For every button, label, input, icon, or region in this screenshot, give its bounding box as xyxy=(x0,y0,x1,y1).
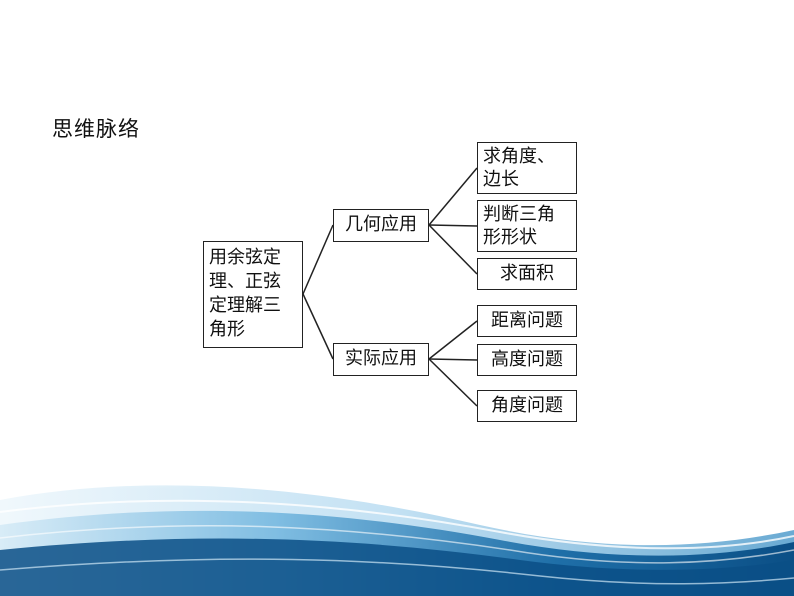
connector-practical-to-leaf5 xyxy=(428,358,478,361)
leaf-node-angle: 角度问题 xyxy=(477,390,577,422)
connector-geometry-to-leaf1 xyxy=(428,167,478,226)
leaf-node-triangle-shape: 判断三角 形形状 xyxy=(477,200,577,252)
branch-node-geometry: 几何应用 xyxy=(333,209,429,242)
leaf-node-angle-side: 求角度、 边长 xyxy=(477,142,577,194)
connector-geometry-to-leaf2 xyxy=(428,224,478,227)
leaf-node-height: 高度问题 xyxy=(477,344,577,376)
branch-node-practical: 实际应用 xyxy=(333,343,429,376)
connector-root-to-geometry xyxy=(302,224,334,295)
leaf-node-area: 求面积 xyxy=(477,258,577,290)
root-node: 用余弦定 理、正弦 定理解三 角形 xyxy=(203,241,303,348)
connector-practical-to-leaf4 xyxy=(428,320,478,360)
decorative-wave-background xyxy=(0,430,794,596)
page-heading: 思维脉络 xyxy=(52,117,140,141)
connector-geometry-to-leaf3 xyxy=(428,224,478,275)
leaf-node-distance: 距离问题 xyxy=(477,305,577,337)
connector-root-to-practical xyxy=(302,293,334,360)
connector-practical-to-leaf6 xyxy=(428,358,478,407)
